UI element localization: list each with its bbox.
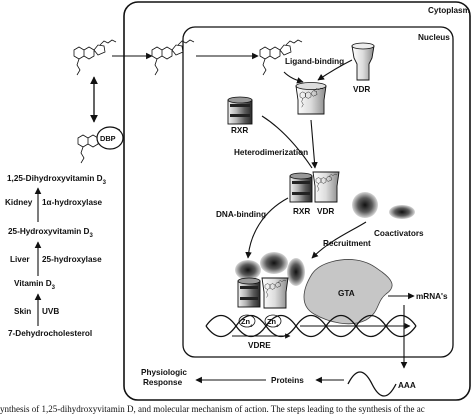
dna-bound-complex [235, 252, 305, 328]
dna-strand-a [205, 314, 417, 338]
recruitment-arrow [311, 221, 367, 259]
physiologic-label: Physiologic [141, 368, 187, 377]
vitamin-label: Vitamin D3 [14, 279, 56, 291]
response-label: Response [143, 378, 183, 387]
gta-label: GTA [338, 289, 355, 298]
rxr-vdr-heterodimer [289, 171, 340, 203]
figure-caption: ynthesis of 1,25-dihydroxyvitamin D, and… [0, 404, 425, 414]
dna-strand-b [205, 314, 417, 338]
nucleus-label: Nucleus [418, 33, 450, 42]
kidney-label: Kidney [5, 198, 33, 207]
kidney-enzyme-label: 1α-hydroxylase [42, 198, 103, 207]
liver-enzyme-label: 25-hydroxylase [42, 255, 102, 264]
dbp-protein [96, 126, 124, 150]
ligand-binding-label: Ligand-binding [285, 57, 344, 66]
skin-trigger-label: UVB [42, 307, 59, 316]
coactivators-label: Coactivators [374, 229, 424, 238]
precursor-label: 7-Dehydrocholesterol [8, 329, 92, 338]
vdr-label-top: VDR [353, 85, 370, 94]
proteins-label: Proteins [271, 376, 304, 385]
coactivator-blob-2 [389, 205, 415, 219]
ligand-arrow [283, 71, 304, 84]
skin-label: Skin [14, 307, 31, 316]
polya-label: AAA [398, 381, 416, 390]
mrna-label: mRNA's [416, 292, 448, 301]
liver-label: Liver [10, 255, 30, 264]
vitamin-d-molecule-top [73, 39, 117, 76]
vdr-label-dimer: VDR [317, 207, 334, 216]
cytoplasm-label: Cytoplasm [428, 6, 470, 15]
intermediate-label: 25-Hydroxyvitamin D3 [8, 227, 93, 239]
rxr-merge-line [261, 115, 313, 169]
dbp-label: DBP [100, 134, 116, 143]
vdr-receptor-free [351, 42, 375, 81]
gta-complex [303, 259, 393, 325]
vdr-bound-complex [295, 82, 327, 115]
recruitment-label: Recruitment [323, 239, 371, 248]
dna-binding-label: DNA-binding [216, 210, 266, 219]
zn-label-1: Zn4 [241, 317, 253, 328]
rxr-receptor-free [227, 96, 253, 125]
final-product-label: 1,25-Dihydroxyvitamin D3 [7, 174, 107, 186]
vdre-label: VDRE [248, 341, 271, 350]
dna-binding-arrow [245, 197, 289, 259]
rxr-label-top: RXR [231, 126, 248, 135]
mrna-strand [347, 371, 397, 397]
heterodimerization-label: Heterodimerization [234, 148, 308, 157]
zn-label-2: Zn4 [267, 317, 279, 328]
vdr-arrow [317, 59, 353, 81]
coactivator-blob-1 [352, 192, 378, 218]
rxr-label-dimer: RXR [293, 207, 310, 216]
heterodimer-arrow [310, 119, 318, 169]
